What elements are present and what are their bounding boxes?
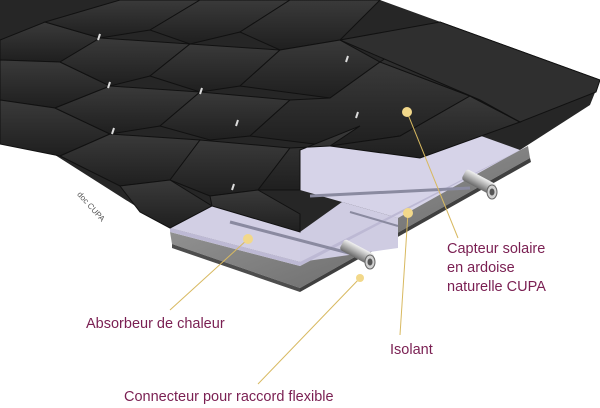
slate-tile [209, 189, 301, 233]
label-capteur: Capteur solaire en ardoise naturelle CUP… [447, 240, 546, 297]
leader-dots [243, 107, 413, 282]
slate-tile [238, 39, 381, 99]
leader-isolant [399, 212, 409, 336]
connector-back [462, 169, 498, 200]
dot-capteur [402, 107, 412, 117]
slate-tile [119, 179, 214, 229]
slate-hook [97, 33, 101, 41]
slate-hook [199, 87, 203, 95]
slate-hook [231, 183, 235, 191]
label-connecteur: Connecteur pour raccord flexible [124, 389, 334, 405]
dot-isolant [403, 208, 413, 218]
connector-front [340, 239, 376, 270]
leader-capteur [406, 111, 459, 239]
slate-tiles [0, 0, 600, 233]
label-absorbeur: Absorbeur de chaleur [86, 316, 225, 332]
absorber-plate-front [170, 206, 300, 262]
label-capteur-line2: en ardoise [447, 260, 515, 276]
slate-hook [355, 111, 359, 119]
water-channels [229, 186, 471, 258]
leader-lines [169, 111, 459, 385]
slate-hook [235, 119, 239, 127]
leader-absorbeur [169, 238, 249, 311]
slate-hook [345, 55, 349, 63]
label-isolant: Isolant [390, 342, 433, 358]
leader-connecteur [257, 277, 361, 385]
dot-absorbeur [243, 234, 253, 244]
slate-hook [107, 81, 111, 89]
label-capteur-line1: Capteur solaire [447, 241, 546, 257]
slate-tile [238, 0, 381, 51]
pipe-connectors [340, 169, 498, 270]
slate-hooks [97, 33, 359, 191]
ridge-flashing [338, 21, 600, 123]
slate-hook [111, 127, 115, 135]
dot-connecteur [356, 274, 364, 282]
label-capteur-line3: naturelle CUPA [447, 279, 546, 295]
